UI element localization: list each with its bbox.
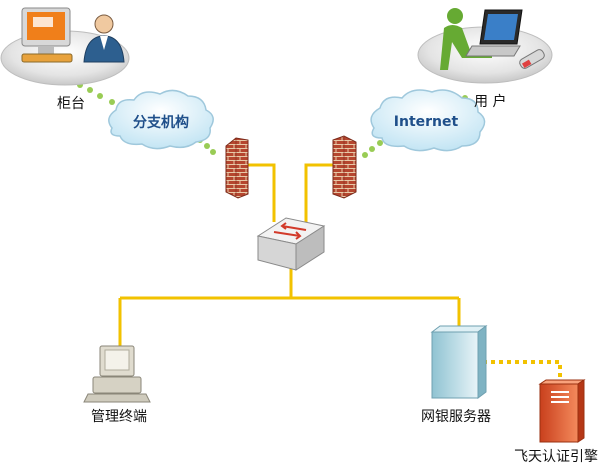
auth-engine-icon (538, 379, 586, 443)
laptop-icon (465, 9, 523, 57)
desktop-computer-icon (21, 7, 73, 63)
link-right-firewall-switch (304, 163, 334, 222)
branch-cloud-label: 分支机构 (133, 114, 189, 131)
link-left-firewall-switch (247, 163, 276, 222)
bank-server-icon (430, 325, 488, 399)
counter-node (0, 7, 130, 86)
internet-cloud: Internet (370, 89, 486, 152)
user-node (417, 8, 553, 84)
internet-cloud-label: Internet (394, 114, 459, 130)
bank-server-label: 网银服务器 (421, 409, 491, 425)
firewall-left (225, 137, 249, 199)
management-terminal-label: 管理终端 (91, 409, 147, 425)
person-icon (83, 14, 125, 63)
counter-label: 柜台 (57, 96, 85, 112)
branch-cloud: 分支机构 (108, 89, 214, 150)
firewall-right (332, 135, 357, 199)
network-switch-icon (256, 217, 326, 271)
auth-engine-label: 飞天认证引擎 (514, 449, 598, 465)
network-links (118, 163, 461, 346)
management-terminal-icon (83, 345, 151, 403)
user-label: 用 户 (474, 94, 507, 110)
person-icon (440, 8, 492, 70)
link-server-auth (483, 360, 562, 382)
usb-key-icon (519, 49, 545, 69)
